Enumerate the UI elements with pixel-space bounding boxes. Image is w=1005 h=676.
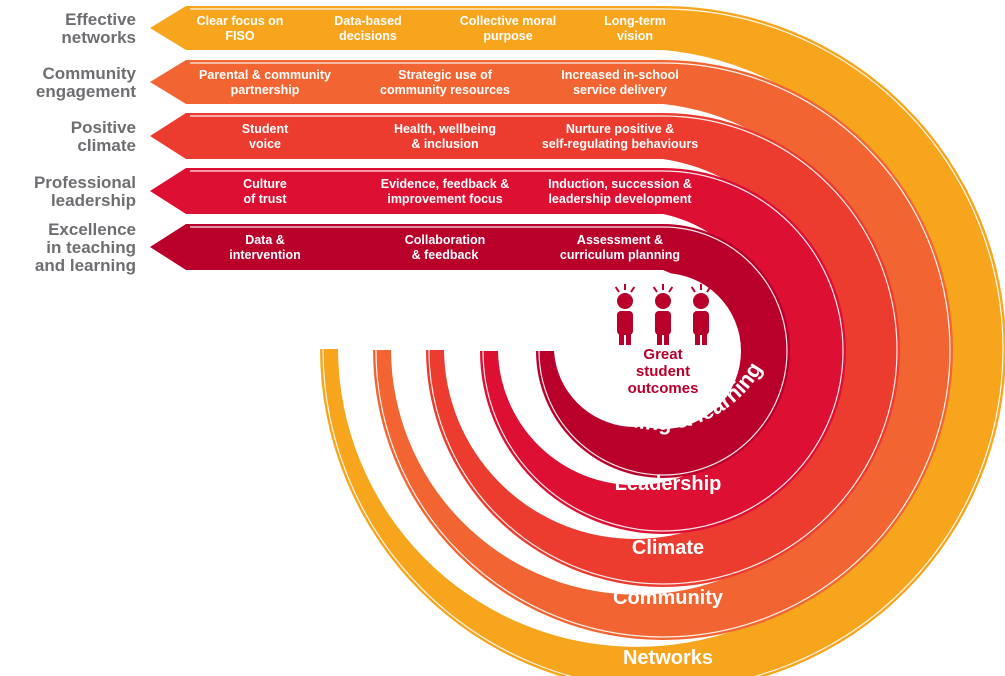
leadership-band [150, 168, 846, 534]
initiative-item-teaching: Data & [245, 233, 285, 247]
initiative-item-networks: Clear focus on [197, 14, 284, 28]
initiative-item-networks: FISO [225, 29, 254, 43]
initiative-item-networks: Data-based [334, 14, 401, 28]
priority-label-climate: Positive [71, 118, 136, 137]
initiative-item-leadership: of trust [243, 192, 287, 206]
initiative-item-climate: Health, wellbeing [394, 122, 496, 136]
leadership-band-highlight [190, 170, 844, 532]
priority-label-community: Community [43, 64, 137, 83]
ring-label-leadership: Leadership [615, 473, 722, 495]
priority-label-teaching: Excellence [48, 220, 136, 239]
priority-label-teaching: in teaching [46, 238, 136, 257]
initiative-item-community: service delivery [573, 83, 667, 97]
initiative-item-climate: voice [249, 137, 281, 151]
priority-label-community: engagement [36, 82, 136, 101]
networks-band-highlight [190, 8, 1004, 676]
initiative-item-teaching: Collaboration [405, 233, 486, 247]
center-text-line: student [636, 363, 690, 380]
priority-label-teaching: and learning [35, 256, 136, 275]
center-text-line: Great [643, 346, 682, 363]
priority-label-networks: Effective [65, 10, 136, 29]
ring-label-community: Community [613, 587, 724, 609]
initiative-item-community: Increased in-school [561, 68, 678, 82]
initiative-item-climate: & inclusion [411, 137, 478, 151]
teaching-band [150, 224, 790, 478]
priority-labels: EffectivenetworksCommunityengagementPosi… [34, 10, 137, 275]
ring-label-networks: Networks [623, 647, 713, 669]
initiative-item-community: partnership [231, 83, 300, 97]
initiative-item-teaching: curriculum planning [560, 248, 680, 262]
initiative-item-networks: Collective moral [460, 14, 557, 28]
initiative-item-networks: vision [617, 29, 653, 43]
ring-label-climate: Climate [632, 537, 704, 559]
initiative-item-leadership: Induction, succession & [548, 177, 692, 191]
initiative-item-leadership: leadership development [548, 192, 692, 206]
priority-label-leadership: Professional [34, 173, 136, 192]
initiative-item-leadership: Evidence, feedback & [381, 177, 510, 191]
networks-band [150, 6, 1005, 676]
community-band-highlight [190, 62, 951, 638]
initiative-item-networks: decisions [339, 29, 397, 43]
initiative-item-teaching: intervention [229, 248, 301, 262]
initiative-item-teaching: Assessment & [577, 233, 663, 247]
teaching-band-highlight [190, 226, 788, 476]
initiative-item-community: Parental & community [199, 68, 331, 82]
initiative-item-climate: Student [242, 122, 289, 136]
priority-label-climate: climate [77, 136, 136, 155]
center-text-line: outcomes [628, 380, 699, 397]
initiative-item-networks: Long-term [604, 14, 666, 28]
initiative-item-climate: Nurture positive & [566, 122, 674, 136]
initiative-item-community: community resources [380, 83, 510, 97]
initiative-items: Clear focus onFISOData-baseddecisionsCol… [197, 14, 699, 262]
students-icon [614, 284, 712, 345]
initiative-item-community: Strategic use of [398, 68, 493, 82]
initiative-item-networks: purpose [483, 29, 532, 43]
initiative-item-teaching: & feedback [412, 248, 479, 262]
initiative-item-leadership: improvement focus [387, 192, 502, 206]
climate-band-highlight [190, 115, 898, 585]
priority-label-leadership: leadership [51, 191, 136, 210]
initiative-item-leadership: Culture [243, 177, 287, 191]
priority-label-networks: networks [61, 28, 136, 47]
initiative-item-climate: self-regulating behaviours [542, 137, 698, 151]
ring-bands [150, 6, 1005, 676]
